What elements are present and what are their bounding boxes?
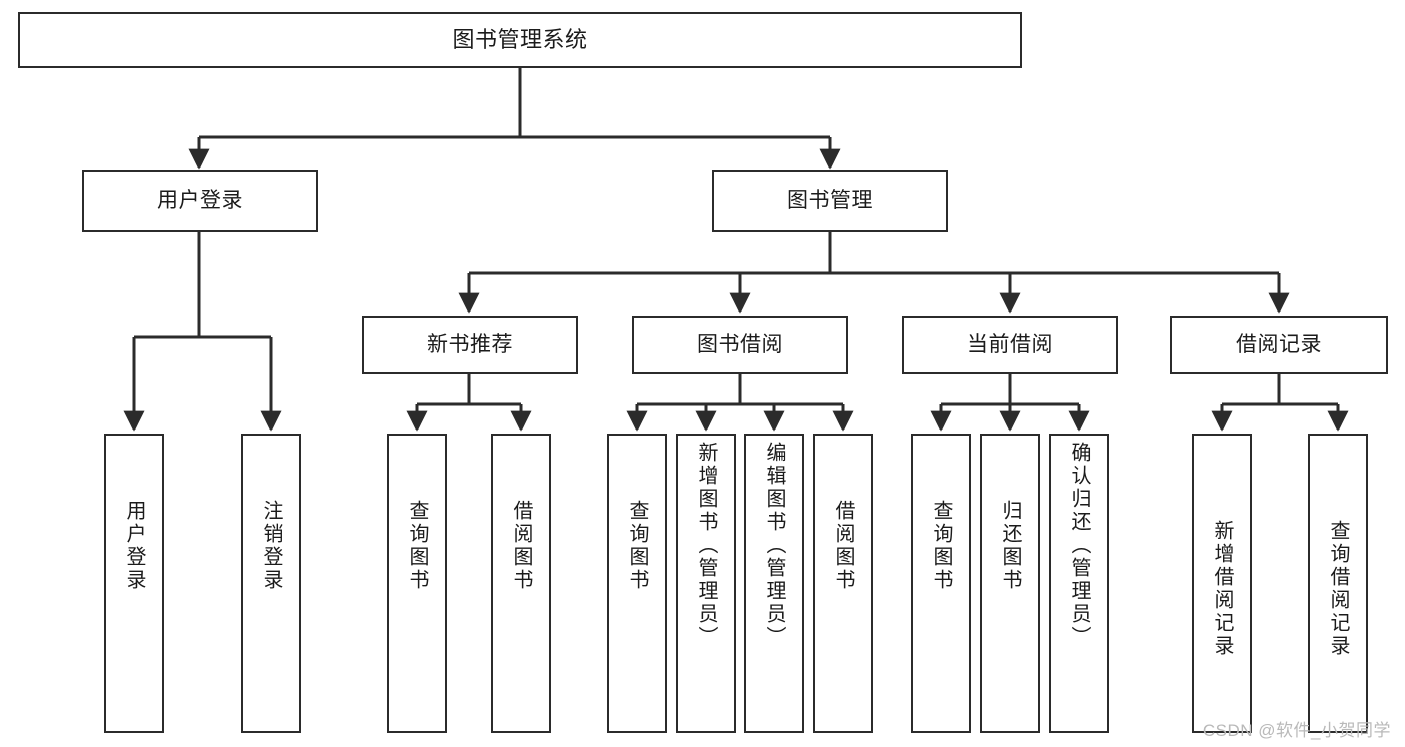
node-new-book-recommend-label: 新书推荐	[427, 332, 513, 356]
node-leaf-query-book-b-label: 查询图书	[626, 500, 648, 592]
node-leaf-user-login[interactable]: 用户登录	[104, 434, 164, 733]
node-leaf-query-borrow-record[interactable]: 查询借阅记录	[1308, 434, 1368, 733]
node-new-book-recommend[interactable]: 新书推荐	[362, 316, 578, 374]
node-leaf-query-book-b[interactable]: 查询图书	[607, 434, 667, 733]
node-user-login-label: 用户登录	[157, 188, 243, 212]
node-leaf-add-borrow-record-label: 新增借阅记录	[1211, 520, 1233, 658]
node-leaf-edit-book-admin[interactable]: 编辑图书（管理员）	[744, 434, 804, 733]
node-leaf-borrow-book-a[interactable]: 借阅图书	[491, 434, 551, 733]
node-book-borrow[interactable]: 图书借阅	[632, 316, 848, 374]
node-current-borrow-label: 当前借阅	[967, 332, 1053, 356]
node-user-login[interactable]: 用户登录	[82, 170, 318, 232]
node-leaf-query-book-c-label: 查询图书	[930, 500, 952, 592]
node-leaf-query-borrow-record-label: 查询借阅记录	[1327, 520, 1349, 658]
node-leaf-query-book-a[interactable]: 查询图书	[387, 434, 447, 733]
node-book-management[interactable]: 图书管理	[712, 170, 948, 232]
node-leaf-query-book-c[interactable]: 查询图书	[911, 434, 971, 733]
node-leaf-add-book-admin[interactable]: 新增图书（管理员）	[676, 434, 736, 733]
node-leaf-logout[interactable]: 注销登录	[241, 434, 301, 733]
node-leaf-add-book-admin-label: 新增图书（管理员）	[695, 442, 717, 649]
node-leaf-borrow-book-b-label: 借阅图书	[832, 500, 854, 592]
node-leaf-logout-label: 注销登录	[260, 500, 282, 592]
watermark: CSDN @软件_小贺同学	[1202, 721, 1391, 740]
node-root-label: 图书管理系统	[452, 27, 588, 53]
node-leaf-query-book-a-label: 查询图书	[406, 500, 428, 592]
node-leaf-add-borrow-record[interactable]: 新增借阅记录	[1192, 434, 1252, 733]
node-leaf-return-book[interactable]: 归还图书	[980, 434, 1040, 733]
node-leaf-borrow-book-b[interactable]: 借阅图书	[813, 434, 873, 733]
node-book-borrow-label: 图书借阅	[697, 332, 783, 356]
node-leaf-user-login-label: 用户登录	[123, 500, 145, 592]
node-leaf-borrow-book-a-label: 借阅图书	[510, 500, 532, 592]
node-leaf-edit-book-admin-label: 编辑图书（管理员）	[763, 442, 785, 649]
node-book-management-label: 图书管理	[787, 188, 873, 212]
node-borrow-record-label: 借阅记录	[1236, 332, 1322, 356]
node-root[interactable]: 图书管理系统	[18, 12, 1022, 68]
node-current-borrow[interactable]: 当前借阅	[902, 316, 1118, 374]
node-borrow-record[interactable]: 借阅记录	[1170, 316, 1388, 374]
node-leaf-confirm-return-admin-label: 确认归还（管理员）	[1068, 442, 1090, 649]
node-leaf-return-book-label: 归还图书	[999, 500, 1021, 592]
node-leaf-confirm-return-admin[interactable]: 确认归还（管理员）	[1049, 434, 1109, 733]
